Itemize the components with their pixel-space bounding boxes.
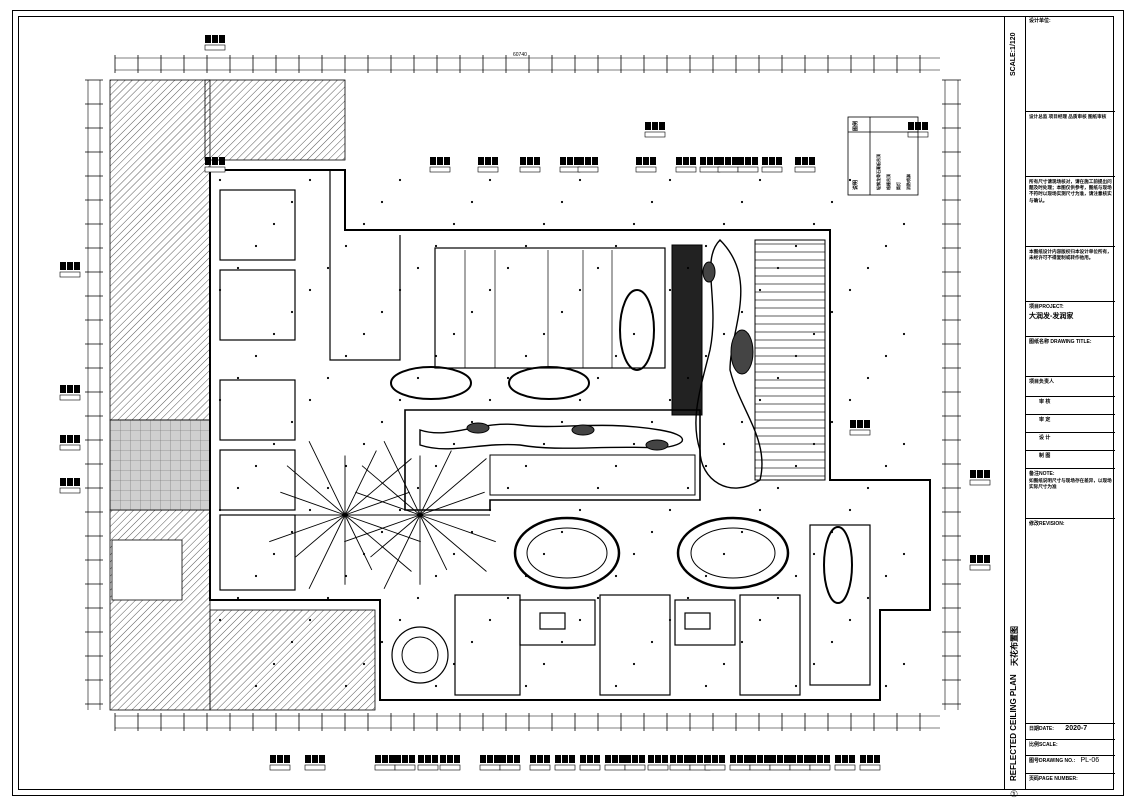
tb-project-value: 大润发-发润家 [1029, 312, 1074, 320]
scale-text: SCALE:1/120 [1010, 32, 1017, 76]
tb-row-design: 设 计 [1026, 432, 1115, 450]
drawing-sheet-border [12, 10, 1124, 796]
tb-drawing-no-value: PL-06 [1080, 757, 1100, 764]
tb-responsible-label: 项目负责人 [1029, 379, 1055, 385]
tb-project: 项目PROJECT: 大润发-发润家 [1026, 301, 1115, 336]
tb-row-draw: 制 图 [1026, 450, 1115, 468]
tb-revision-label: 修改REVISION: [1029, 521, 1065, 527]
tb-drawing-no: 图号DRAWING NO.: PL-06 [1026, 755, 1115, 773]
tb-date-value: 2020-7 [1065, 725, 1088, 732]
title-block: 设计单位: 设计总监 项目经理 品质审核 图纸审核 所有尺寸请现场核对，请在施工… [1025, 16, 1115, 790]
tb-drawing-title: 图纸名称 DRAWING TITLE: [1026, 336, 1115, 376]
tb-drawing-title-label: 图纸名称 DRAWING TITLE: [1029, 339, 1092, 345]
drawing-inner-border [18, 16, 1114, 790]
plan-title-en: REFLECTED CEILING PLAN [1009, 674, 1018, 781]
plan-title-circle: ① [1010, 789, 1019, 799]
ceiling-light-points [218, 178, 906, 688]
dimension-ticks [85, 55, 961, 731]
tb-page-label: 页码PAGE NUMBER: [1029, 776, 1078, 782]
tb-design-unit-label: 设计单位: [1029, 18, 1051, 24]
tb-general-notes: 所有尺寸请现场核对，请在施工前提出问题及时处理；本图仅供参考，图纸与现场不符时以… [1026, 176, 1115, 246]
legend-item-2: 格栅吊顶 [886, 174, 891, 190]
legend-item-3: 筒灯 [896, 182, 901, 190]
tb-date: 日期DATE: 2020-7 [1026, 723, 1115, 739]
tb-signature-labels: 设计总监 项目经理 品质审核 图纸审核 [1029, 114, 1107, 119]
tb-design-unit: 设计单位: [1026, 16, 1115, 111]
tb-copyright-text: 本图纸设计内容版权归本设计单位所有，未经许可不得复制或转作他用。 [1029, 249, 1112, 261]
plan-title-cn: 天花布置图 [1010, 626, 1019, 666]
tb-scale: 比例SCALE: [1026, 739, 1115, 755]
tb-date-label: 日期DATE: [1029, 726, 1054, 732]
top-dimension-lines [87, 57, 959, 729]
tb-notes: 备注NOTE: 如图纸说明尺寸与现场存在差异，以现场实际尺寸为准 [1026, 468, 1115, 518]
plan-title-strip: REFLECTED CEILING PLAN 天花布置图 SCALE:1/120… [1004, 16, 1025, 799]
legend-item-4: 消防喷淋 [906, 174, 911, 190]
legend-item-1: 轻钢龙骨石膏板吊顶 [876, 154, 881, 190]
tb-notes-text: 如图纸说明尺寸与现场存在差异，以现场实际尺寸为准 [1029, 477, 1112, 489]
tb-revision: 修改REVISION: [1026, 518, 1115, 723]
tb-signatures: 设计总监 项目经理 品质审核 图纸审核 [1026, 111, 1115, 141]
legend-header-right: 说明 [853, 179, 859, 190]
ceiling-areas [209, 169, 931, 701]
tb-copyright: 本图纸设计内容版权归本设计单位所有，未经许可不得复制或转作他用。 [1026, 246, 1115, 301]
top-total-dimension: 60740 [513, 52, 527, 58]
tb-design-label: 设 计 [1039, 435, 1051, 441]
tb-project-label: 项目PROJECT: [1029, 304, 1064, 310]
elevation-tags [59, 35, 991, 771]
tb-row-review: 审 核 [1026, 396, 1115, 414]
starburst-lighting [251, 440, 496, 590]
oval-ceiling-features [390, 261, 853, 684]
tb-notes-label: 备注NOTE: [1029, 471, 1055, 477]
tb-approve-label: 审 定 [1039, 417, 1051, 423]
corridor-bays [219, 189, 871, 696]
tb-page: 页码PAGE NUMBER: [1026, 773, 1115, 790]
tb-general-notes-text: 所有尺寸请现场核对，请在施工前提出问题及时处理；本图仅供参考，图纸与现场不符时以… [1029, 179, 1112, 203]
tb-draw-label: 制 图 [1039, 453, 1051, 459]
tb-drawing-no-label: 图号DRAWING NO.: [1029, 758, 1076, 764]
legend-header-left: 图例 [853, 120, 859, 131]
hatched-rooms [109, 79, 376, 711]
legend-box [847, 116, 919, 196]
tb-review-label: 审 核 [1039, 399, 1051, 405]
tb-scale-label: 比例SCALE: [1029, 742, 1058, 748]
tb-row-approve: 审 定 [1026, 414, 1115, 432]
tb-responsible: 项目负责人 [1026, 376, 1115, 396]
